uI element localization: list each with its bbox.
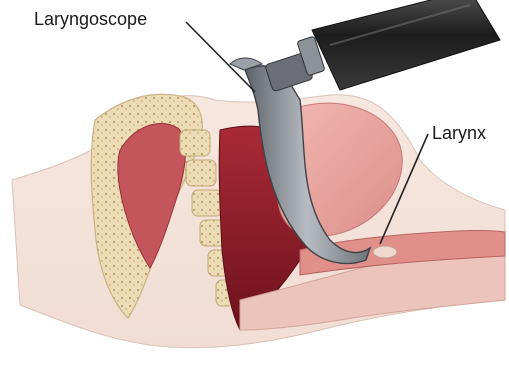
larynx-label: Larynx xyxy=(432,124,486,142)
laryngoscope-label: Laryngoscope xyxy=(34,10,147,28)
laryngoscope-leader-line xyxy=(186,22,255,92)
laryngoscope-handle xyxy=(312,0,500,90)
laryngoscope-connector xyxy=(265,36,325,92)
hyoid-cartilage xyxy=(373,246,397,258)
